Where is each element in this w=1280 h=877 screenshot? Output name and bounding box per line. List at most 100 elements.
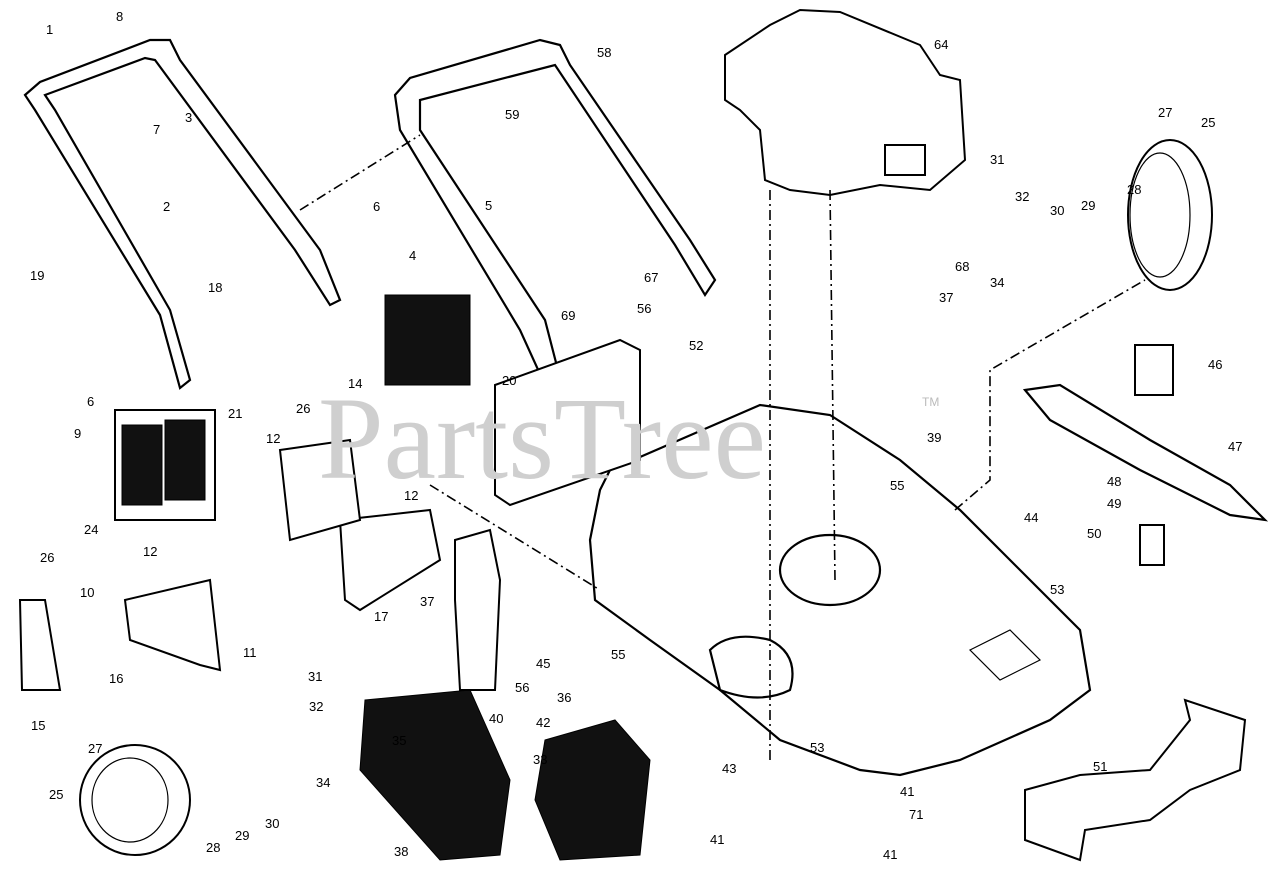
callout[interactable]: 28 [206, 840, 220, 855]
callout[interactable]: 19 [30, 268, 44, 283]
callout[interactable]: 48 [1107, 474, 1121, 489]
callout[interactable]: 12 [266, 431, 280, 446]
callout[interactable]: 42 [536, 715, 550, 730]
callout[interactable]: 71 [909, 807, 923, 822]
callout[interactable]: 45 [536, 656, 550, 671]
callout[interactable]: 40 [489, 711, 503, 726]
callout[interactable]: 21 [228, 406, 242, 421]
blade [1022, 383, 1269, 522]
blade-adapter [1134, 344, 1174, 396]
callout[interactable]: 53 [1050, 582, 1064, 597]
callout[interactable]: 31 [308, 669, 322, 684]
callout[interactable]: 28 [1127, 182, 1141, 197]
callout[interactable]: 39 [927, 430, 941, 445]
bracket [123, 578, 222, 672]
callout[interactable]: 8 [116, 9, 123, 24]
callout[interactable]: 38 [394, 844, 408, 859]
callout[interactable]: 6 [87, 394, 94, 409]
callout[interactable]: 56 [637, 301, 651, 316]
callout[interactable]: 46 [1208, 357, 1222, 372]
callout[interactable]: 32 [309, 699, 323, 714]
callout[interactable]: 29 [235, 828, 249, 843]
callout[interactable]: 37 [939, 290, 953, 305]
callout[interactable]: 64 [934, 37, 948, 52]
wheel-left [79, 744, 191, 856]
callout[interactable]: 58 [597, 45, 611, 60]
callout[interactable]: 33 [533, 752, 547, 767]
callout[interactable]: 24 [84, 522, 98, 537]
callout[interactable]: 35 [392, 733, 406, 748]
callout[interactable]: 43 [722, 761, 736, 776]
callout[interactable]: 25 [49, 787, 63, 802]
callout[interactable]: 36 [557, 690, 571, 705]
callout[interactable]: 53 [810, 740, 824, 755]
callout[interactable]: 30 [265, 816, 279, 831]
callout[interactable]: 59 [505, 107, 519, 122]
discharge-chute [534, 719, 651, 861]
callout[interactable]: 11 [243, 645, 257, 660]
callout[interactable]: 34 [316, 775, 330, 790]
callout[interactable]: 20 [502, 373, 516, 388]
engine-axis-line [829, 189, 836, 581]
callout[interactable]: 26 [296, 401, 310, 416]
blade-bolt [1139, 524, 1165, 566]
callout[interactable]: 1 [46, 22, 53, 37]
callout[interactable]: 26 [40, 550, 54, 565]
assembly-line [954, 279, 1146, 511]
engine [724, 8, 967, 197]
callout[interactable]: 9 [74, 426, 81, 441]
bracket [18, 599, 62, 691]
callout[interactable]: 15 [31, 718, 45, 733]
callout[interactable]: 55 [611, 647, 625, 662]
callout[interactable]: 6 [373, 199, 380, 214]
callout[interactable]: 49 [1107, 496, 1121, 511]
wheel-left-hub [91, 757, 169, 843]
callout[interactable]: 5 [485, 198, 492, 213]
callout[interactable]: 68 [955, 259, 969, 274]
deflector [338, 508, 442, 612]
callout[interactable]: 12 [404, 488, 418, 503]
callout[interactable]: 16 [109, 671, 123, 686]
callout[interactable]: 3 [185, 110, 192, 125]
callout[interactable]: 25 [1201, 115, 1215, 130]
callout[interactable]: 30 [1050, 203, 1064, 218]
callout[interactable]: 31 [990, 152, 1004, 167]
callout[interactable]: 27 [88, 741, 102, 756]
callout[interactable]: 14 [348, 376, 362, 391]
callout[interactable]: 52 [689, 338, 703, 353]
callout[interactable]: 55 [890, 478, 904, 493]
callout[interactable]: 4 [409, 248, 416, 263]
mower-deck [588, 403, 1092, 777]
callout[interactable]: 17 [374, 609, 388, 624]
callout[interactable]: 29 [1081, 198, 1095, 213]
bracket [278, 438, 362, 542]
callout[interactable]: 50 [1087, 526, 1101, 541]
grass-bag [359, 689, 511, 861]
callout[interactable]: 69 [561, 308, 575, 323]
upper-handle [23, 38, 342, 390]
callout[interactable]: 47 [1228, 439, 1242, 454]
callout[interactable]: 18 [208, 280, 222, 295]
callout[interactable]: 67 [644, 270, 658, 285]
callout[interactable]: 51 [1093, 759, 1107, 774]
callout[interactable]: 41 [900, 784, 914, 799]
wheel-right-hub [1129, 152, 1191, 278]
callout[interactable]: 32 [1015, 189, 1029, 204]
callout[interactable]: 41 [710, 832, 724, 847]
callout[interactable]: 2 [163, 199, 170, 214]
callout[interactable]: 7 [153, 122, 160, 137]
callout[interactable]: 27 [1158, 105, 1172, 120]
deck-chute-port [968, 629, 1042, 681]
watermark: PartsTree [318, 373, 766, 504]
callout[interactable]: 44 [1024, 510, 1038, 525]
callout[interactable]: 12 [143, 544, 157, 559]
callout[interactable]: 41 [883, 847, 897, 862]
wheel-right [1127, 139, 1213, 291]
side-door [494, 338, 641, 507]
callout[interactable]: 56 [515, 680, 529, 695]
callout[interactable]: 37 [420, 594, 434, 609]
callout[interactable]: 10 [80, 585, 94, 600]
callout[interactable]: 34 [990, 275, 1004, 290]
